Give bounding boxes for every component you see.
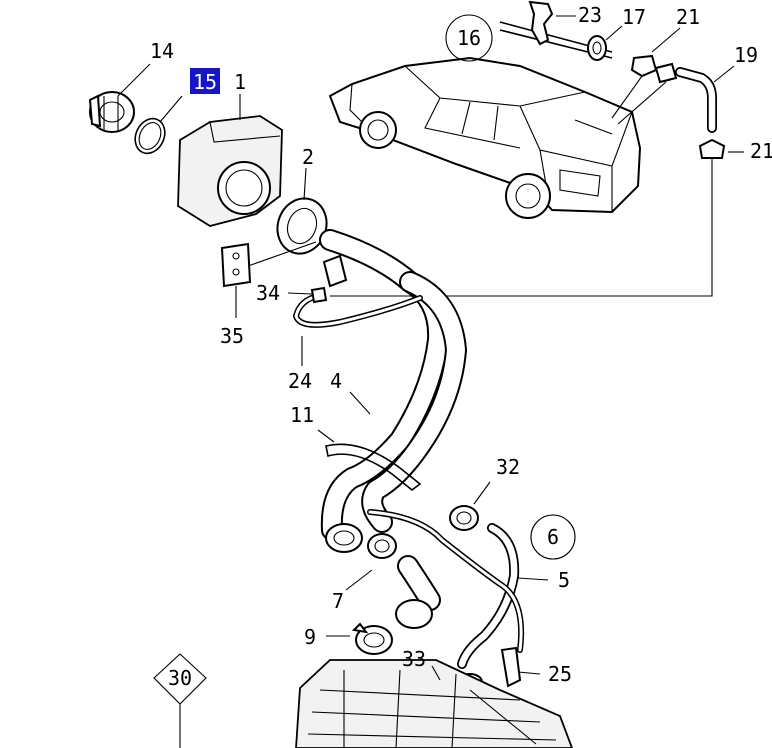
label-33: 33 [402,647,426,671]
filler-housing [177,115,283,227]
label-6: 6 [547,525,559,549]
leader-lines [117,15,744,745]
hose-clamps [325,523,397,559]
fuel-cap [88,91,135,133]
label-1: 1 [234,70,246,94]
bracket [220,242,252,288]
label-4: 4 [330,369,342,393]
callout-16: 16 [445,14,493,62]
label-14: 14 [150,39,174,63]
label-35: 35 [220,324,244,348]
highlighted-label-15[interactable]: 15 [190,68,220,94]
label-24: 24 [288,369,312,393]
label-21-right: 21 [750,139,772,163]
label-21-top: 21 [676,5,700,29]
label-23: 23 [578,3,602,27]
label-15: 15 [193,70,217,94]
label-7: 7 [332,589,344,613]
label-25: 25 [548,662,572,686]
label-34: 34 [256,281,280,305]
callout-6: 6 [530,514,576,560]
gasket [276,197,328,255]
fuel-tank [295,659,573,748]
seal-ring [134,117,166,155]
label-17: 17 [622,5,646,29]
label-5: 5 [558,568,570,592]
callout-30: 30 [153,653,207,748]
label-2: 2 [302,145,314,169]
label-19: 19 [734,43,758,67]
part-labels: 14 15 1 2 34 35 24 4 11 32 5 7 9 33 25 2… [150,3,772,686]
label-9: 9 [304,625,316,649]
label-16: 16 [457,26,481,50]
label-32: 32 [496,455,520,479]
label-11: 11 [290,403,314,427]
vent-assembly [499,0,726,159]
car-illustration [328,56,642,219]
filler-hose [319,229,467,541]
label-30: 30 [168,666,192,690]
